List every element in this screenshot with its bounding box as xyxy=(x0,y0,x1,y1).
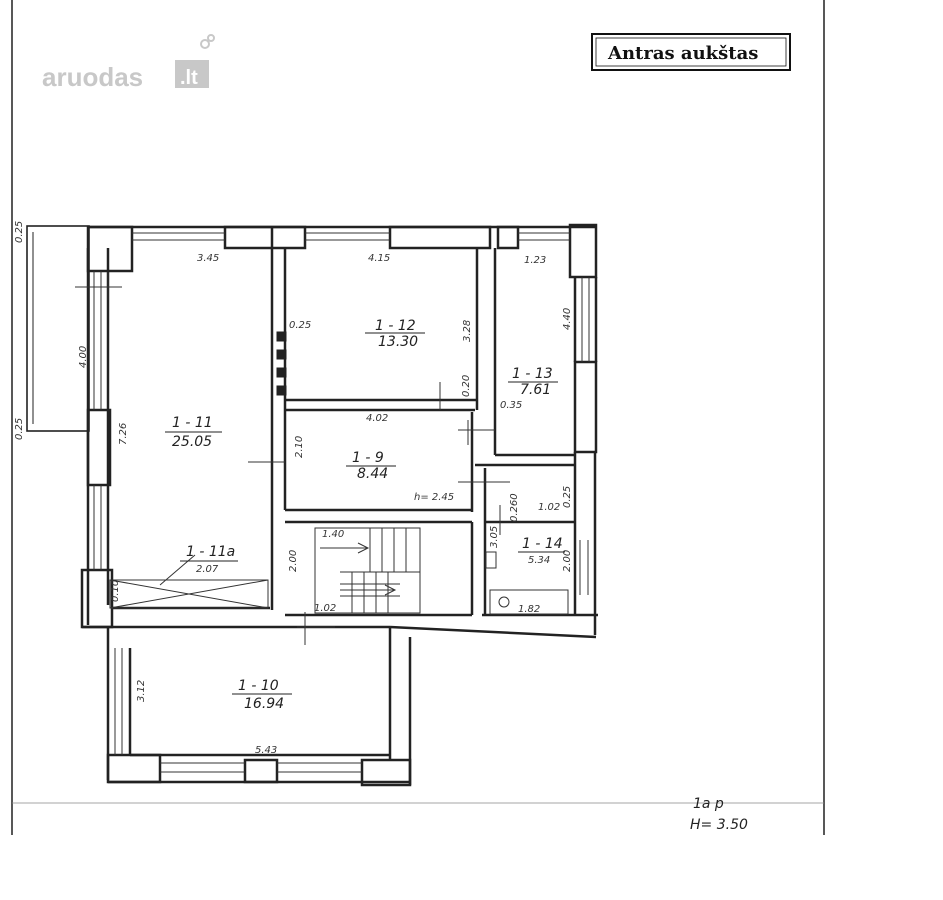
room-code: 1 - 13 xyxy=(512,366,553,382)
floor-note: 1a p xyxy=(693,796,724,812)
dim-025b: 0.25 xyxy=(14,418,25,440)
room-area: 8.44 xyxy=(357,466,388,482)
room-area: 25.05 xyxy=(172,434,212,450)
page-border xyxy=(11,0,825,835)
dim-543: 5.43 xyxy=(255,745,277,756)
dim-020: 0.20 xyxy=(461,375,472,397)
storage-cross xyxy=(109,554,269,609)
room-labels: 1 - 11 25.05 1 - 11a 2.07 1 - 12 13.30 1… xyxy=(165,318,565,712)
watermark-brand: aruodas xyxy=(42,62,143,92)
room-area: 5.34 xyxy=(528,555,550,566)
dim-440: 4.40 xyxy=(562,308,573,330)
room-code: 1 - 10 xyxy=(238,678,279,694)
dim-182: 1.82 xyxy=(518,604,540,615)
dim-123: 1.23 xyxy=(524,255,546,266)
room-code: 1 - 9 xyxy=(352,450,384,466)
dim-h245: h= 2.45 xyxy=(414,492,454,503)
walls xyxy=(26,223,598,787)
dim-140: 1.40 xyxy=(322,529,344,540)
dim-210: 2.10 xyxy=(294,436,305,458)
dim-415: 4.15 xyxy=(368,253,390,264)
door-marks xyxy=(75,272,510,645)
room-area: 13.30 xyxy=(378,334,418,350)
dim-010: 0.10 xyxy=(110,580,121,602)
room-1-10: 1 - 10 16.94 xyxy=(232,678,292,712)
dim-102b: 1.02 xyxy=(314,603,336,614)
footer-notes: 1a p H= 3.50 xyxy=(690,796,748,833)
staircase xyxy=(314,527,421,614)
room-1-14: 1 - 14 5.34 xyxy=(518,536,565,566)
watermark-suffix: .lt xyxy=(180,67,198,89)
room-code: 1 - 12 xyxy=(375,318,416,334)
dim-025c: 0.25 xyxy=(289,320,311,331)
room-code: 1 - 11a xyxy=(186,544,235,560)
height-note: H= 3.50 xyxy=(690,817,748,833)
dim-726: 7.26 xyxy=(118,423,129,445)
dim-328: 3.28 xyxy=(462,320,473,342)
room-code: 1 - 14 xyxy=(522,536,563,552)
dim-035: 0.35 xyxy=(500,400,522,411)
dim-305: 3.05 xyxy=(489,526,500,548)
plan-title: Antras aukštas xyxy=(607,43,758,64)
dim-102a: 1.02 xyxy=(538,502,560,513)
chimney-ducts xyxy=(276,331,287,396)
dim-025d: 0.25 xyxy=(562,486,573,508)
room-1-11a: 1 - 11a 2.07 xyxy=(180,544,238,575)
room-1-9: 1 - 9 8.44 xyxy=(346,450,396,482)
dim-200: 2.00 xyxy=(288,550,299,572)
dim-0260: 0.260 xyxy=(509,493,520,522)
dim-200b: 2.00 xyxy=(562,550,573,572)
room-area: 7.61 xyxy=(520,382,551,398)
bathroom-fixtures xyxy=(485,551,569,615)
dimension-labels: 3.45 4.15 1.23 4.40 4.00 0.25 0.25 7.26 … xyxy=(14,221,573,756)
room-1-13: 1 - 13 7.61 xyxy=(508,366,558,398)
dim-400: 4.00 xyxy=(78,346,89,368)
house-icon xyxy=(175,60,209,88)
watermark: aruodas .lt xyxy=(42,34,215,92)
windows xyxy=(93,232,590,773)
room-1-11: 1 - 11 25.05 xyxy=(165,415,222,450)
room-1-12: 1 - 12 13.30 xyxy=(365,318,425,350)
room-area: 2.07 xyxy=(196,564,219,575)
dim-025a: 0.25 xyxy=(14,221,25,243)
title-box: Antras aukštas xyxy=(591,33,791,71)
room-area: 16.94 xyxy=(244,696,284,712)
room-code: 1 - 11 xyxy=(172,415,213,431)
dim-402: 4.02 xyxy=(366,413,388,424)
dim-312: 3.12 xyxy=(136,680,147,702)
dim-345: 3.45 xyxy=(197,253,219,264)
